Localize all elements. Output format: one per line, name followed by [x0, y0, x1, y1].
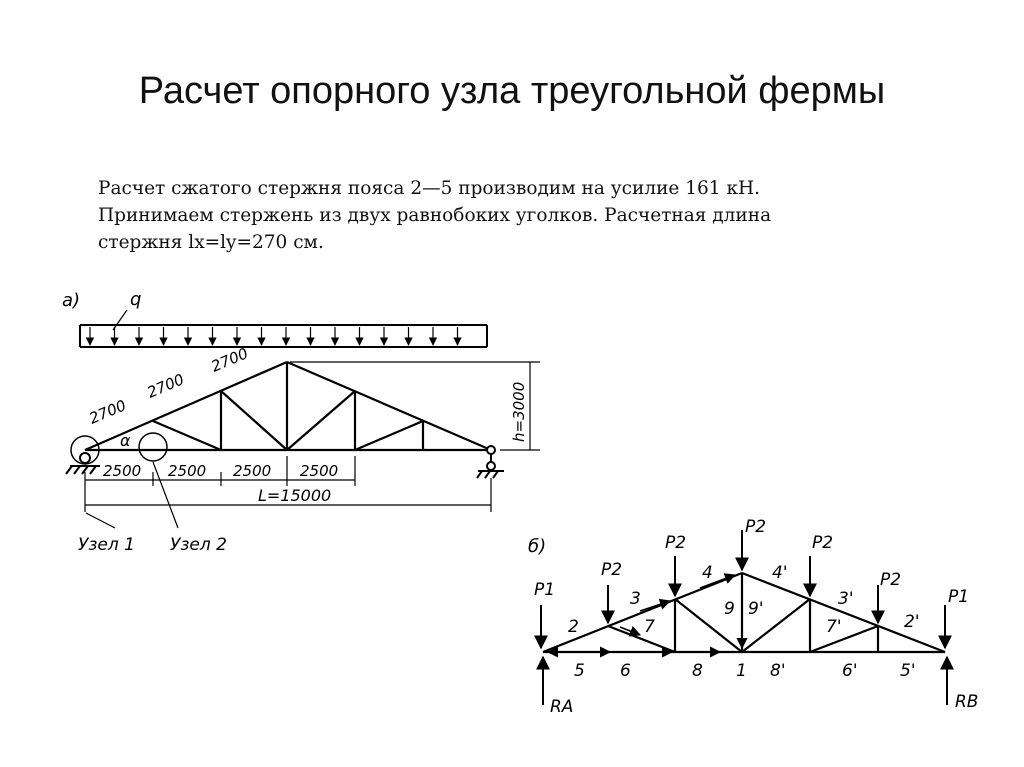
- node2-label: Узел 2: [170, 535, 227, 555]
- load-label-q: q: [130, 289, 141, 310]
- support-left: [65, 452, 100, 475]
- load-label: P1: [534, 580, 555, 600]
- member-label: 9': [748, 599, 764, 619]
- member-label: 8: [692, 661, 703, 681]
- bottom-dim: 2500: [168, 462, 206, 480]
- member-label: 2': [904, 612, 920, 632]
- paragraph-line: Принимаем стержень из двух равнобоких уг…: [98, 204, 772, 226]
- truss-a: [84, 360, 492, 452]
- support-right: [476, 445, 504, 479]
- angle-label: α: [120, 431, 131, 450]
- chord-dim: 2700: [209, 344, 251, 375]
- load-label: P2: [745, 517, 766, 537]
- member-label: 2: [568, 617, 579, 637]
- member-arrows: [546, 573, 748, 658]
- bottom-dim: 2500: [233, 462, 271, 480]
- member-label: 5: [574, 661, 585, 681]
- member-label: 3': [838, 589, 854, 609]
- chord-dim: 2700: [87, 396, 129, 427]
- member-label: 4: [702, 563, 713, 583]
- member-label: 5': [900, 661, 916, 681]
- member-label: 7: [644, 617, 655, 637]
- reaction-left-label: RA: [550, 697, 573, 717]
- load-label: P2: [880, 570, 901, 590]
- figure-a: а) q: [62, 289, 540, 555]
- loads-b: [534, 530, 954, 705]
- figure-a-label: а): [62, 290, 80, 311]
- node2-circle: [138, 432, 168, 462]
- member-label: 6': [842, 661, 858, 681]
- member-label: 1: [736, 661, 747, 681]
- bottom-dim: 2500: [300, 462, 338, 480]
- body-paragraph: Расчет сжатого стержня пояса 2—5 произво…: [98, 176, 938, 256]
- slide-title: Расчет опорного узла треугольной фермы: [138, 70, 886, 112]
- paragraph-line: Расчет сжатого стержня пояса 2—5 произво…: [98, 178, 761, 199]
- distributed-load: [79, 324, 488, 348]
- load-label: P1: [948, 587, 969, 607]
- member-label: 8': [770, 661, 786, 681]
- member-label: 6: [620, 661, 631, 681]
- reaction-right-label: RB: [955, 692, 978, 712]
- load-label: P2: [665, 533, 686, 553]
- load-label: P2: [601, 560, 622, 580]
- node1-label: Узел 1: [78, 535, 135, 555]
- paragraph-line: стержня lx=ly=270 см.: [98, 231, 324, 253]
- member-label: 7': [826, 617, 842, 637]
- figure-b-label: б): [528, 536, 546, 557]
- bottom-dim: 2500: [103, 462, 141, 480]
- dimensions-a: [84, 361, 540, 529]
- member-label: 3: [630, 589, 641, 609]
- member-label: 4': [772, 563, 788, 583]
- height-label: h=3000: [510, 382, 528, 442]
- chord-dim: 2700: [145, 370, 187, 401]
- member-label: 9: [724, 599, 735, 619]
- span-label: L=15000: [258, 486, 331, 505]
- figure-b: б): [528, 517, 978, 717]
- load-label: P2: [812, 533, 833, 553]
